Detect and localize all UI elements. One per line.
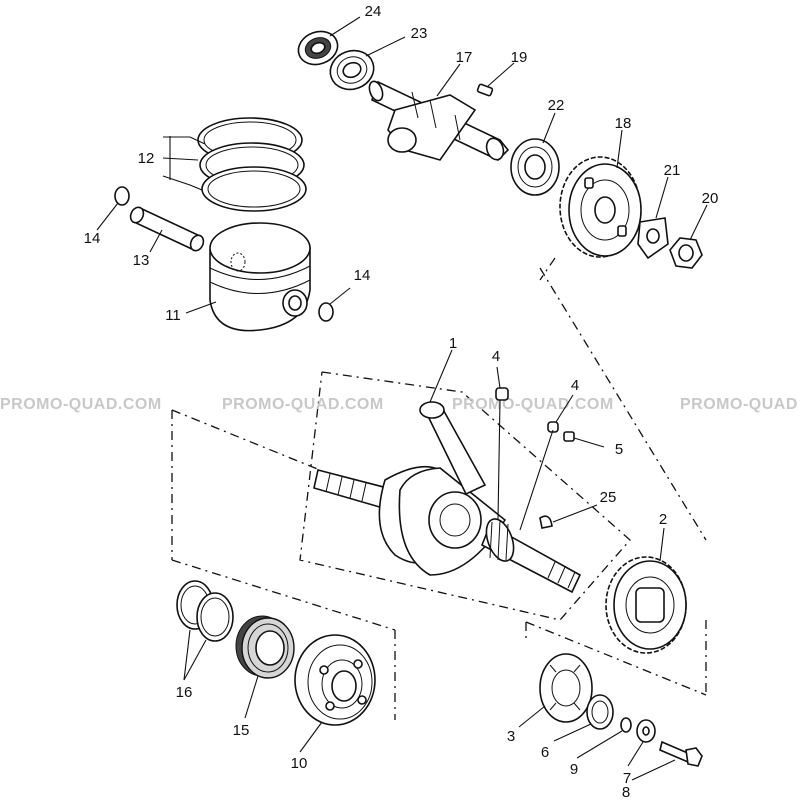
- bearing-22: [510, 138, 560, 196]
- piston-rings-12: [197, 117, 307, 212]
- callout-14-right: 14: [354, 267, 371, 284]
- washer-7: [636, 719, 656, 743]
- oil-seal-24: [297, 30, 339, 66]
- pin-4-lower: [547, 421, 559, 433]
- crank-gear-2: [605, 556, 687, 654]
- ring-6: [586, 694, 614, 730]
- callout-5: 5: [615, 441, 623, 458]
- callout-25: 25: [600, 489, 617, 506]
- balancer-shaft-17: [368, 80, 510, 161]
- watermark-text: PROMO-QUAD.COM: [452, 396, 614, 413]
- key-19: [476, 83, 494, 97]
- callout-23: 23: [411, 25, 428, 42]
- callout-7: 7: [623, 770, 631, 787]
- pin-4-upper: [495, 387, 509, 401]
- callout-12: 12: [138, 150, 155, 167]
- callout-4-upper: 4: [492, 348, 500, 365]
- circlips-16: [176, 580, 234, 642]
- plate-3: [539, 653, 593, 723]
- bearing-10: [294, 634, 376, 726]
- callout-9: 9: [570, 761, 578, 778]
- leader-lines: [96, 16, 708, 781]
- circlip-14-left: [114, 186, 130, 206]
- watermark-text: PROMO-QUAD: [680, 396, 798, 413]
- callout-1: 1: [449, 335, 457, 352]
- callout-8: 8: [622, 784, 630, 800]
- needle-bearing-15: [235, 615, 295, 679]
- callout-14-left: 14: [84, 230, 101, 247]
- callout-17: 17: [456, 49, 473, 66]
- piston-pin-13: [129, 206, 205, 252]
- balancer-gear-18: [559, 156, 642, 258]
- callout-6: 6: [541, 744, 549, 761]
- callout-18: 18: [615, 115, 632, 132]
- callout-3: 3: [507, 728, 515, 745]
- washer-9: [620, 717, 632, 733]
- callout-11: 11: [165, 307, 181, 324]
- watermark-text: PROMO-QUAD.COM: [0, 396, 162, 413]
- callout-19: 19: [511, 49, 528, 66]
- callout-2: 2: [659, 511, 667, 528]
- callout-numbers: 24 23 17 19 22 18 21 20 12 14 13 11 14 1…: [84, 3, 719, 800]
- callout-21: 21: [664, 162, 681, 179]
- callout-24: 24: [365, 3, 382, 20]
- callout-4-lower: 4: [571, 377, 579, 394]
- pin-5: [563, 431, 575, 442]
- assembly-guide-lines: [171, 257, 707, 720]
- callout-16: 16: [176, 684, 193, 701]
- crankshaft-1: [313, 401, 582, 594]
- bearing-23: [329, 49, 375, 91]
- circlip-14-right: [318, 302, 334, 322]
- callout-20: 20: [702, 190, 719, 207]
- lock-washer-21: [637, 217, 669, 260]
- watermark-text: PROMO-QUAD.COM: [222, 396, 384, 413]
- callout-22: 22: [548, 97, 565, 114]
- watermark: PROMO-QUAD.COM PROMO-QUAD.COM PROMO-QUAD…: [0, 396, 798, 413]
- piston-11: [209, 222, 311, 332]
- bolt-8: [659, 740, 703, 767]
- nut-20: [669, 237, 703, 269]
- callout-13: 13: [133, 252, 150, 269]
- callout-10: 10: [291, 755, 308, 772]
- woodruff-key-25: [539, 515, 553, 529]
- callout-15: 15: [233, 722, 250, 739]
